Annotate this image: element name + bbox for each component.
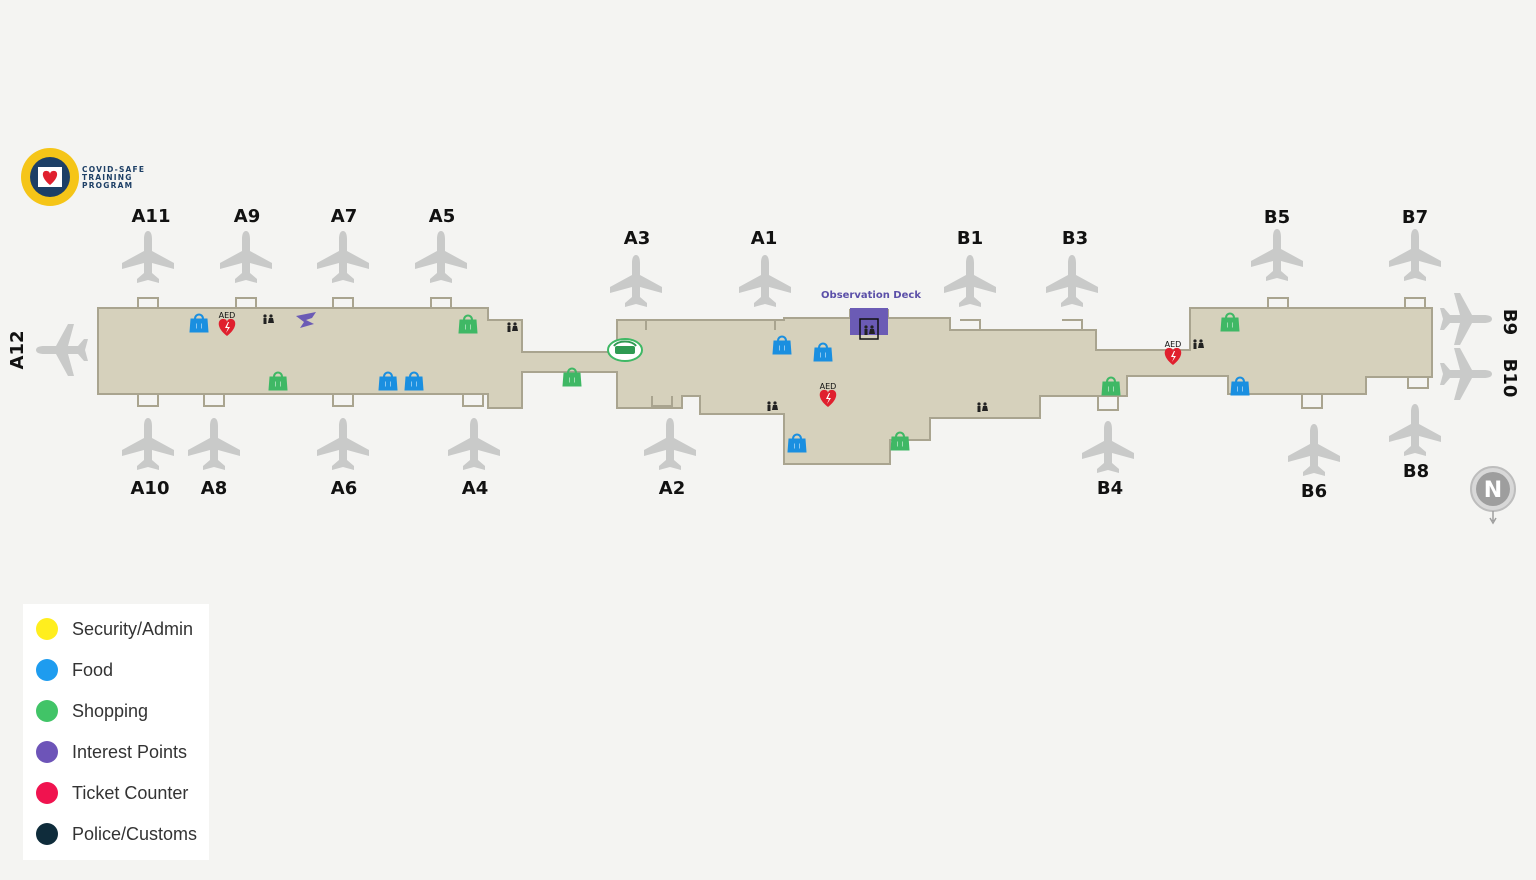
phone-icon[interactable] — [607, 338, 643, 362]
legend-dot-ticket — [36, 782, 58, 804]
plane-icon — [1251, 229, 1303, 281]
legend-item-police: Police/Customs — [36, 822, 197, 846]
plane-icon — [1440, 293, 1492, 345]
gate-label-a6: A6 — [331, 478, 357, 499]
plane-icon — [36, 324, 88, 376]
gate-label-b3: B3 — [1062, 228, 1088, 249]
aed-label: AED — [820, 382, 837, 391]
plane-icon — [1082, 421, 1134, 473]
gate-label-a2: A2 — [659, 478, 685, 499]
aed-label: AED — [1165, 340, 1182, 349]
aed-station-1[interactable]: AED — [219, 311, 236, 336]
legend-label-ticket: Ticket Counter — [72, 782, 189, 803]
legend-item-food: Food — [36, 658, 113, 682]
gate-label-b1: B1 — [957, 228, 983, 249]
badge-line-3: PROGRAM — [82, 181, 133, 190]
legend-label-shopping: Shopping — [72, 700, 149, 721]
elevator-icon — [859, 318, 879, 340]
gate-label-a4: A4 — [462, 478, 488, 499]
terminal-floor — [97, 297, 1433, 465]
plane-icon — [1440, 348, 1492, 400]
legend-item-ticket: Ticket Counter — [36, 781, 188, 805]
legend-label-police: Police/Customs — [72, 823, 198, 844]
gate-labels: A11 A9 A7 A5 A3 A1 B1 B3 B5 B7 A12 B9 B1… — [7, 206, 1520, 502]
legend-dot-police — [36, 823, 58, 845]
legend-dot-food — [36, 659, 58, 681]
gate-label-a9: A9 — [234, 206, 260, 227]
legend-dot-security — [36, 618, 58, 640]
concourse-a-west — [97, 307, 1433, 465]
aed-station-2[interactable]: AED — [820, 382, 837, 407]
plane-icon — [1389, 404, 1441, 456]
gate-label-b4: B4 — [1097, 478, 1123, 499]
plane-icon — [739, 255, 791, 307]
plane-icon — [317, 231, 369, 283]
badge-line-1: COVID-SAFE — [82, 165, 145, 174]
plane-icon — [415, 231, 467, 283]
gate-label-a11: A11 — [132, 206, 171, 227]
legend-label-security: Security/Admin — [72, 618, 194, 639]
legend-dot-shopping — [36, 700, 58, 722]
gate-label-b5: B5 — [1264, 207, 1290, 228]
plane-icon — [317, 418, 369, 470]
badge-line-2: TRAINING — [82, 173, 133, 182]
legend-label-interest: Interest Points — [72, 741, 188, 762]
gate-label-a12: A12 — [7, 331, 28, 370]
plane-icon — [644, 418, 696, 470]
gate-label-a7: A7 — [331, 206, 357, 227]
observation-deck-label: Observation Deck — [821, 290, 921, 301]
compass-icon: N — [1470, 466, 1516, 525]
gate-label-a5: A5 — [429, 206, 455, 227]
gate-label-a3: A3 — [624, 228, 650, 249]
gate-label-b9: B9 — [1499, 309, 1520, 335]
plane-icon — [122, 418, 174, 470]
compass-north-label: N — [1484, 478, 1502, 503]
aed-label: AED — [219, 311, 236, 320]
plane-icon — [188, 418, 240, 470]
gate-label-a8: A8 — [201, 478, 227, 499]
plane-icon — [1288, 424, 1340, 476]
covid-safe-badge: COVID-SAFE TRAINING PROGRAM — [21, 148, 145, 206]
plane-icon — [1389, 229, 1441, 281]
interest-point-icon[interactable] — [296, 312, 316, 328]
legend-item-security: Security/Admin — [36, 617, 193, 641]
legend: Security/Admin Food Shopping Interest Po… — [23, 604, 209, 860]
plane-icon — [220, 231, 272, 283]
gate-label-a1: A1 — [751, 228, 777, 249]
plane-icon — [1046, 255, 1098, 307]
plane-icon — [448, 418, 500, 470]
gate-label-b10: B10 — [1499, 359, 1520, 398]
gate-label-a10: A10 — [131, 478, 170, 499]
plane-icon — [610, 255, 662, 307]
gate-label-b7: B7 — [1402, 207, 1428, 228]
gate-label-b6: B6 — [1301, 481, 1327, 502]
observation-deck[interactable] — [850, 308, 888, 335]
legend-label-food: Food — [72, 659, 114, 680]
gate-label-b8: B8 — [1403, 461, 1429, 482]
legend-item-interest: Interest Points — [36, 740, 187, 764]
legend-item-shopping: Shopping — [36, 699, 148, 723]
plane-icon — [122, 231, 174, 283]
plane-icon — [944, 255, 996, 307]
legend-dot-interest — [36, 741, 58, 763]
aed-station-3[interactable]: AED — [1165, 340, 1182, 365]
